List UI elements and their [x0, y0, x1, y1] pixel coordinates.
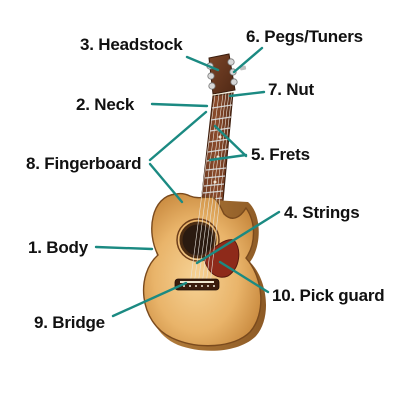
leader-lines [94, 46, 281, 318]
leader-bridge [111, 281, 188, 318]
fret-lines [201, 104, 233, 201]
label-neck: 2. Neck [76, 95, 135, 114]
leader-pegs-tuners [232, 46, 264, 74]
leader-fingerboard-upper [148, 110, 208, 162]
leader-nut [228, 90, 266, 98]
label-pick-guard: 10. Pick guard [272, 286, 385, 305]
leader-strings [195, 210, 281, 265]
label-pegs-tuners: 6. Pegs/Tuners [246, 27, 363, 46]
label-body: 1. Body [28, 238, 89, 257]
leader-neck [150, 102, 209, 108]
label-bridge: 9. Bridge [34, 313, 105, 332]
leader-body [94, 245, 154, 251]
leader-frets-lower [208, 153, 248, 162]
leader-headstock [185, 55, 220, 72]
label-strings: 4. Strings [284, 203, 360, 222]
tuning-pegs [206, 58, 247, 90]
leader-pick-guard [218, 260, 270, 294]
leader-frets-upper [213, 124, 248, 158]
label-frets: 5. Frets [251, 145, 310, 164]
label-headstock: 3. Headstock [80, 35, 183, 54]
body-shape [142, 192, 262, 347]
leader-fingerboard-lower [148, 162, 184, 204]
label-nut: 7. Nut [268, 80, 315, 99]
label-fingerboard: 8. Fingerboard [26, 154, 142, 173]
